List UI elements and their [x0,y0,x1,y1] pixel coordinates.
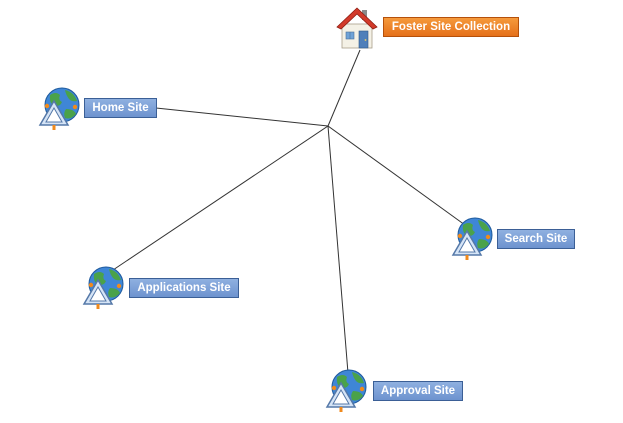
globe-site-icon [38,87,80,130]
connector-applications [109,125,329,273]
applications-site-label: Applications Site [129,278,239,298]
root-node-label: Foster Site Collection [383,17,519,37]
globe-site-icon [451,217,493,260]
connector-search [327,125,466,226]
approval-site-label: Approval Site [373,381,463,401]
connector-root [327,49,361,127]
house-icon [336,7,378,49]
home-site-label: Home Site [84,98,157,118]
connector-approval [327,125,349,374]
connector-home [155,107,329,127]
search-site-label: Search Site [497,229,575,249]
globe-site-icon [82,266,124,309]
globe-site-icon [325,369,367,412]
